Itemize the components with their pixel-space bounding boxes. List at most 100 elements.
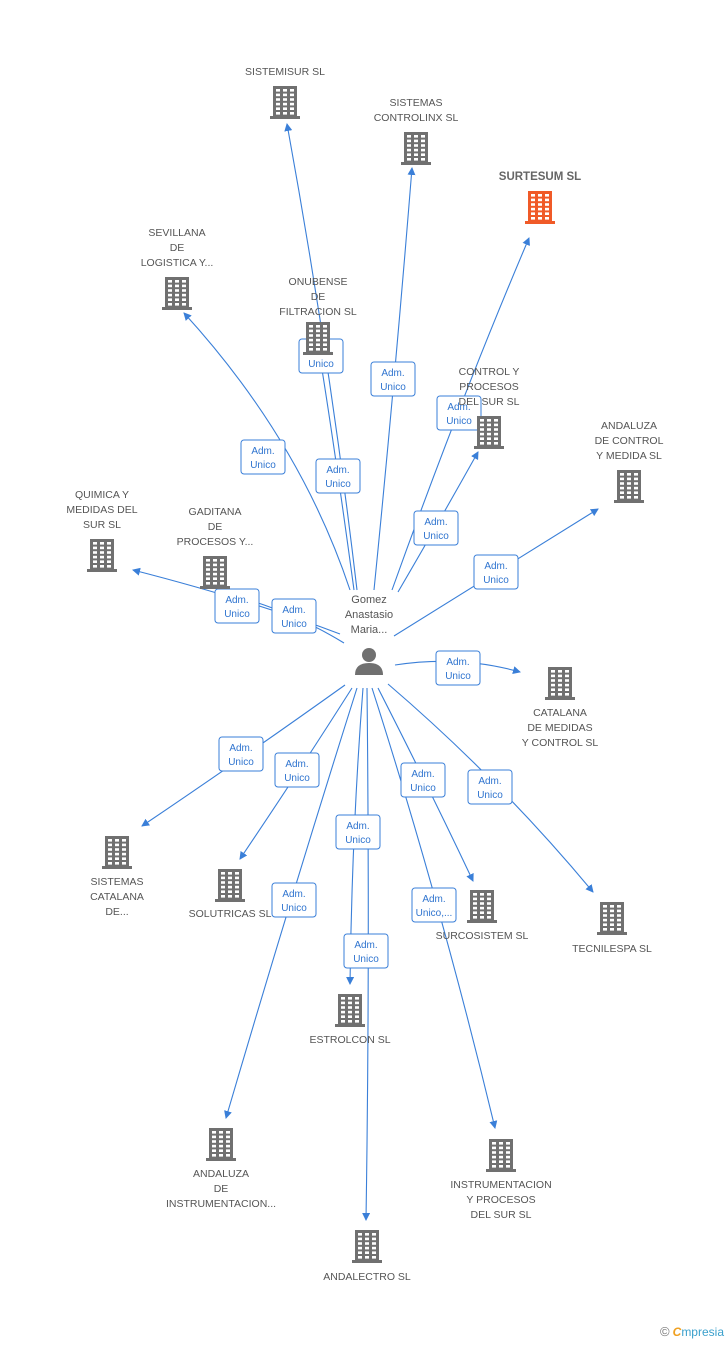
relation-badge-text: Unico xyxy=(224,609,250,620)
relation-badge-text: Adm. xyxy=(422,894,445,905)
company-label: DE CONTROL xyxy=(595,435,664,447)
company-label: DE... xyxy=(105,906,128,918)
building-icon xyxy=(597,902,627,935)
building-icon xyxy=(303,322,333,355)
building-icon xyxy=(270,86,300,119)
brand-footer: ©Cmpresia xyxy=(660,1324,724,1339)
company-node-gaditana[interactable]: GADITANA DE PROCESOS Y... xyxy=(177,506,254,589)
relation-badge-text: Adm. xyxy=(229,743,252,754)
company-node-andaluza-instr[interactable]: ANDALUZADEINSTRUMENTACION... xyxy=(166,1128,276,1210)
relation-badge[interactable]: Adm.Unico xyxy=(271,882,317,918)
company-label: DE xyxy=(208,521,223,533)
relation-badge[interactable]: Adm. Unico xyxy=(240,439,286,475)
relation-badge[interactable]: Adm.Unico xyxy=(467,769,513,805)
relation-badge[interactable]: Adm.Unico xyxy=(335,814,381,850)
relation-badge[interactable]: Adm.Unico xyxy=(435,650,481,686)
relation-badge-box xyxy=(214,588,260,624)
relation-badge-box xyxy=(240,439,286,475)
company-label: FILTRACION SL xyxy=(279,306,357,318)
company-label: DEL SUR SL xyxy=(459,396,520,408)
building-icon xyxy=(614,470,644,503)
relation-badge[interactable]: Adm.Unico,... xyxy=(411,887,457,923)
relation-badge-text: Unico xyxy=(250,460,276,471)
company-node-estrolcon[interactable]: ESTROLCON SL xyxy=(309,994,391,1046)
relation-badge-text: Unico xyxy=(325,479,351,490)
relation-badge[interactable]: Adm.Unico xyxy=(436,395,482,431)
company-label: SURTESUM SL xyxy=(499,171,581,183)
relation-badge-box xyxy=(473,554,519,590)
company-label: SEVILLANA xyxy=(148,227,205,239)
company-node-solutricas[interactable]: SOLUTRICAS SL xyxy=(189,869,272,920)
company-label: INSTRUMENTACION xyxy=(450,1179,551,1191)
relation-badge[interactable]: Adm. Unico xyxy=(218,736,264,772)
company-node-tecnilespa[interactable]: TECNILESPA SL xyxy=(572,902,652,955)
building-icon xyxy=(206,1128,236,1161)
company-label: LOGISTICA Y... xyxy=(141,257,214,269)
company-label: SUR SL xyxy=(83,519,121,531)
building-icon xyxy=(525,191,555,224)
relation-badge-text: Adm. xyxy=(285,759,308,770)
relation-badge-text: Unico xyxy=(281,619,307,630)
company-label: DE xyxy=(214,1183,229,1195)
relation-badge-text: Adm. xyxy=(225,595,248,606)
brand-name: mpresia xyxy=(681,1325,724,1339)
relation-badge[interactable]: Adm. Unico xyxy=(214,588,260,624)
relation-badge-text: Adm. xyxy=(251,446,274,457)
company-node-sistemisur[interactable]: SISTEMISUR SL xyxy=(245,66,325,119)
company-label: ESTROLCON SL xyxy=(309,1034,390,1046)
relation-badge-text: Unico xyxy=(483,575,509,586)
building-icon xyxy=(87,539,117,572)
relation-badge[interactable]: Adm.Unico xyxy=(473,554,519,590)
relation-badge-text: Adm. xyxy=(381,368,404,379)
relation-badge-text: Adm. xyxy=(424,517,447,528)
building-icon xyxy=(215,869,245,902)
company-label: QUIMICA Y xyxy=(75,489,129,501)
relation-badge-text: Unico xyxy=(228,757,254,768)
relation-badge-text: Adm. xyxy=(446,657,469,668)
relation-badge[interactable]: Adm.Unico xyxy=(274,752,320,788)
company-label: CONTROL Y xyxy=(459,366,520,378)
company-label: DEL SUR SL xyxy=(471,1209,532,1221)
relation-badge-box xyxy=(467,769,513,805)
relation-badge[interactable]: Adm.Unico xyxy=(370,361,416,397)
company-label: DE xyxy=(311,291,326,303)
relation-badge-text: Adm. xyxy=(447,402,470,413)
relation-badge-box xyxy=(315,458,361,494)
building-icon xyxy=(352,1230,382,1263)
company-node-andalectro[interactable]: ANDALECTRO SL xyxy=(323,1230,411,1283)
relation-badge-text: Unico xyxy=(410,783,436,794)
company-label: SURCOSISTEM SL xyxy=(436,930,529,942)
relation-badge-box xyxy=(271,882,317,918)
relation-badge-text: Adm. xyxy=(326,465,349,476)
relation-badge[interactable]: Adm. Unico xyxy=(343,933,389,969)
company-node-sistemas-catalana[interactable]: SISTEMASCATALANADE... xyxy=(90,836,144,918)
brand-initial: C xyxy=(672,1325,682,1339)
relation-badge-box xyxy=(271,598,317,634)
company-node-surcosistem[interactable]: SURCOSISTEM SL xyxy=(436,890,529,942)
relation-badge-box xyxy=(343,933,389,969)
relation-badge[interactable]: Adm.Unico xyxy=(271,598,317,634)
company-label: Y MEDIDA SL xyxy=(596,450,662,462)
relation-badge-text: Adm. xyxy=(411,769,434,780)
relation-badge[interactable]: Adm.Unico xyxy=(413,510,459,546)
relation-badge-text: Adm. xyxy=(354,940,377,951)
building-icon xyxy=(474,416,504,449)
company-node-surtesum[interactable]: SURTESUM SL xyxy=(499,171,581,224)
company-label: GADITANA xyxy=(189,506,242,518)
relation-badge-text: Unico xyxy=(353,954,379,965)
relation-badge[interactable]: Adm. Unico xyxy=(400,762,446,798)
company-label: SISTEMAS xyxy=(389,97,442,109)
company-label: PROCESOS Y... xyxy=(177,536,254,548)
relation-badge[interactable]: Adm. Unico xyxy=(315,458,361,494)
